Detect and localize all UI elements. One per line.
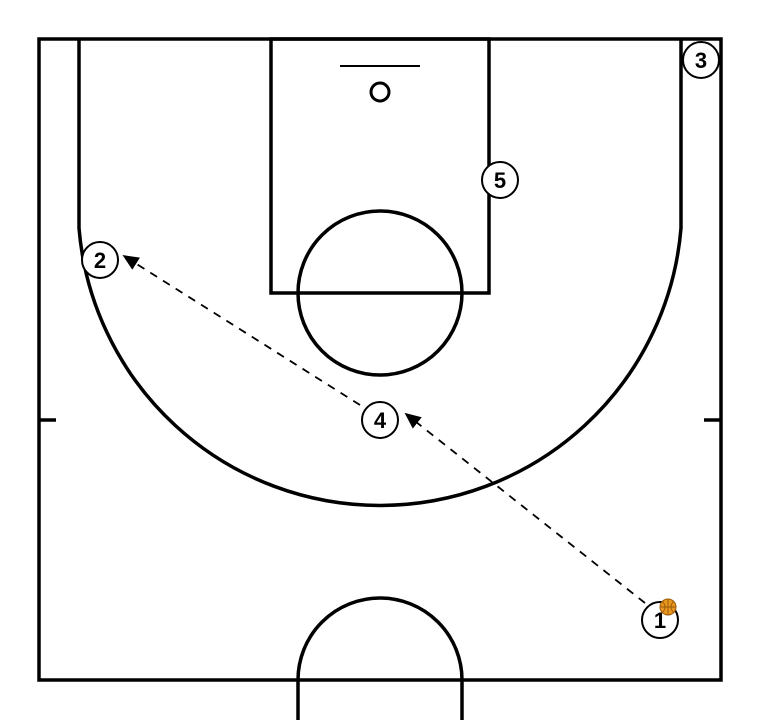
- player-3: 3: [682, 41, 720, 79]
- basket-rim: [369, 81, 391, 103]
- free-throw-circle: [296, 209, 464, 377]
- paint-lane: [269, 37, 491, 295]
- player-4-label: 4: [374, 408, 387, 433]
- player-2-marker: [81, 241, 119, 279]
- player-5: 5: [481, 161, 519, 199]
- three-point-line: [77, 39, 683, 508]
- player-5-label: 5: [494, 168, 506, 193]
- player-1-label: 1: [654, 608, 666, 633]
- basketball-icon: [659, 598, 677, 616]
- player-4: 4: [361, 401, 399, 439]
- court-boundary: [37, 37, 723, 682]
- pass-arrow-4-to-2: [122, 255, 361, 406]
- player-3-label: 3: [695, 48, 707, 73]
- player-2: 2: [81, 241, 119, 279]
- pass-arrow-1-to-4: [404, 412, 646, 604]
- player-3-marker: [682, 41, 720, 79]
- player-4-marker: [361, 401, 399, 439]
- center-circle: [296, 596, 464, 720]
- player-5-marker: [481, 161, 519, 199]
- player-2-label: 2: [94, 248, 106, 273]
